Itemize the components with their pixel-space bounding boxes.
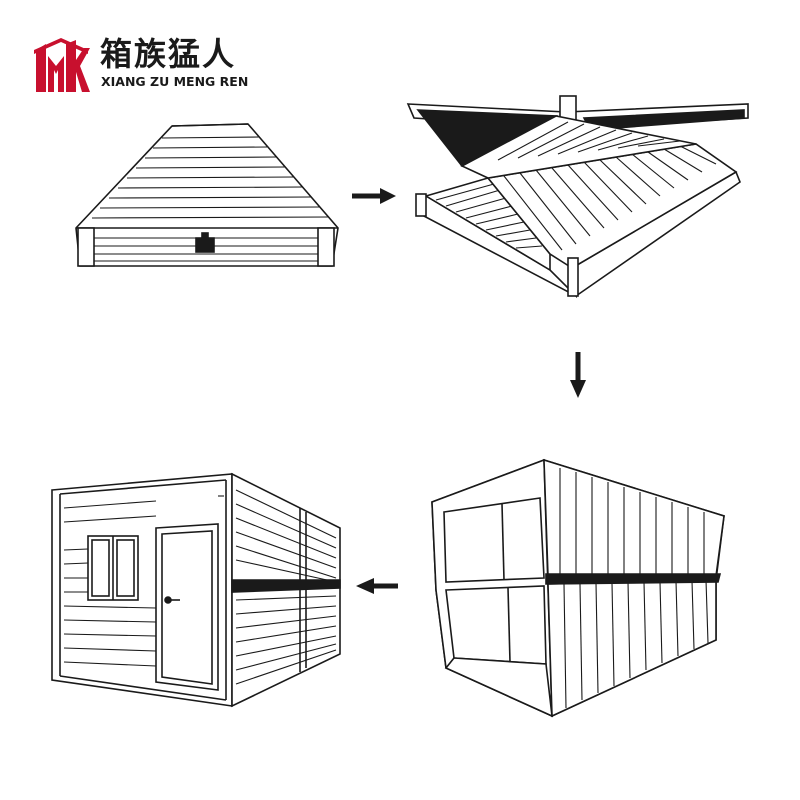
brand-name-cn: 箱族猛人	[100, 35, 237, 73]
arrow-right	[352, 188, 396, 204]
step-folded-container	[75, 123, 339, 267]
arrow-down	[570, 352, 586, 398]
step-open-frame	[431, 458, 725, 718]
brand-logo: 箱族猛人 XIANG ZU MENG REN	[32, 34, 272, 96]
step-unfolding-walls	[406, 95, 749, 299]
step-finished-house	[51, 472, 341, 708]
brand-logo-icon	[34, 38, 90, 92]
arrow-left	[356, 578, 398, 594]
brand-name-en: XIANG ZU MENG REN	[101, 74, 249, 89]
